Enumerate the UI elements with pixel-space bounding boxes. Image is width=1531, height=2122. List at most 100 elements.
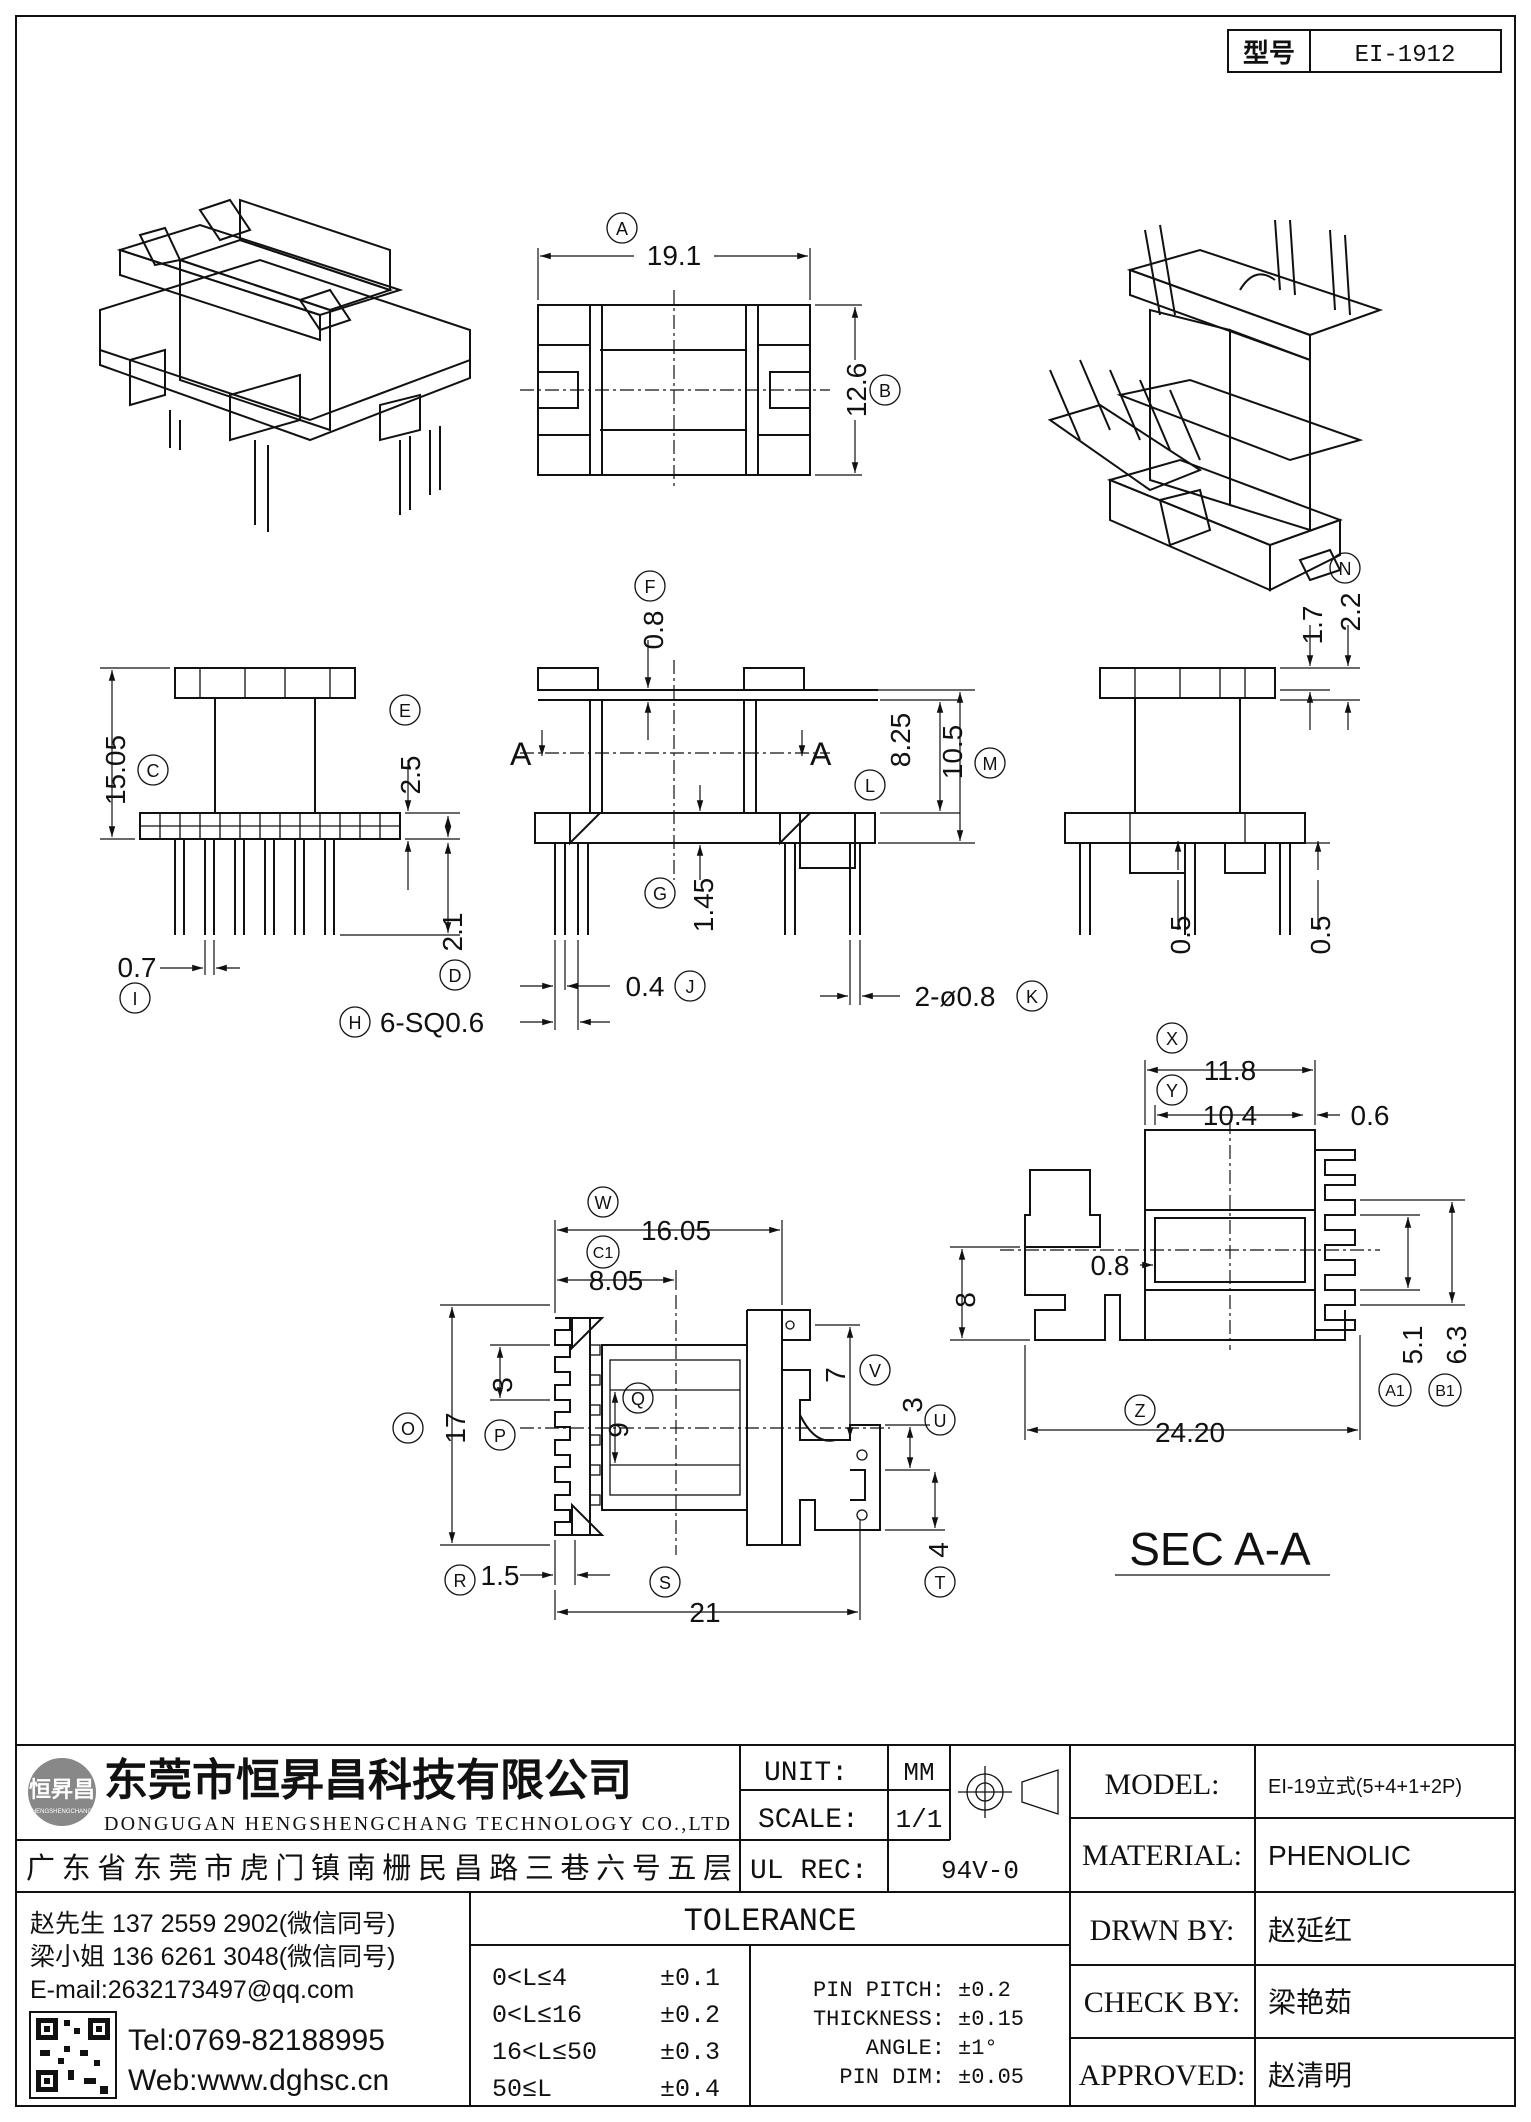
- balloon-j: J: [674, 970, 706, 1002]
- dim-q: 9: [603, 1422, 634, 1438]
- svg-text:U: U: [934, 1411, 947, 1431]
- svg-text:P: P: [494, 1426, 506, 1446]
- balloon-b: B: [869, 374, 901, 406]
- dim-x: 11.8: [1204, 1055, 1256, 1086]
- pin-tolerance-table: PIN PITCH: ±0.2 THICKNESS: ±0.15 ANGLE: …: [813, 1978, 1024, 2090]
- balloon-e: E: [389, 694, 421, 726]
- dim-h: 6-SQ0.6: [380, 1007, 484, 1038]
- part-number: EI-1912: [1355, 42, 1456, 69]
- dim-s: 21: [689, 1597, 720, 1628]
- section-a-a: SEC A-A 11.8 10.4 0.6 0.8 8 24.20 5.1: [950, 1055, 1472, 1576]
- dim-sec-0.8: 0.8: [1091, 1250, 1130, 1281]
- pin-label-1: PIN PITCH:: [813, 1978, 945, 2003]
- balloon-c1: C1: [586, 1235, 620, 1269]
- dim-c: 15.05: [100, 735, 131, 805]
- pin-label-2: THICKNESS:: [813, 2007, 945, 2032]
- svg-text:E: E: [399, 701, 411, 721]
- dim-n-top: 1.7: [1297, 606, 1328, 645]
- dim-f: 0.8: [638, 611, 669, 650]
- check-by-value: 梁艳茹: [1268, 1987, 1352, 2018]
- svg-text:F: F: [645, 577, 656, 597]
- dim-n: 2.2: [1335, 593, 1366, 632]
- balloon-o: O: [392, 1412, 424, 1444]
- svg-text:S: S: [659, 1573, 671, 1593]
- pin-label-4: PIN DIM:: [839, 2065, 945, 2090]
- drawn-by-label: DRWN BY:: [1090, 1914, 1235, 1947]
- contact-1: 赵先生 137 2559 2902(微信同号): [30, 1910, 395, 1938]
- pin-value-1: ±0.2: [958, 1978, 1011, 2003]
- svg-text:B: B: [879, 381, 891, 401]
- svg-text:N: N: [1339, 559, 1352, 579]
- company-logo: 恒昇昌 HENGSHENGCHANG: [28, 1758, 96, 1826]
- balloon-k: K: [1016, 980, 1048, 1012]
- tol-value-3: ±0.3: [660, 2038, 720, 2067]
- balloons: A B C E D I H F G L M J K N X Y Z A1 B1 …: [119, 212, 1462, 1598]
- balloon-f: F: [634, 570, 666, 602]
- svg-text:C: C: [147, 761, 160, 781]
- balloon-z: Z: [1124, 1394, 1156, 1426]
- balloon-q: Q: [622, 1382, 654, 1414]
- svg-text:G: G: [653, 884, 667, 904]
- dim-e: 2.5: [395, 756, 426, 795]
- part-label: 型号: [1243, 38, 1295, 68]
- balloon-g: G: [644, 877, 676, 909]
- tolerance-title: TOLERANCE: [684, 1903, 857, 1940]
- balloon-b1: B1: [1428, 1373, 1462, 1407]
- pin-value-4: ±0.05: [958, 2065, 1024, 2090]
- company-name-en: DONGUGAN HENGSHENGCHANG TECHNOLOGY CO.,L…: [104, 1813, 730, 1835]
- balloon-a: A: [606, 212, 638, 244]
- balloon-y: Y: [1156, 1074, 1188, 1106]
- tol-range-1: 0<L≤4: [492, 1964, 567, 1993]
- dim-t: 4: [923, 1542, 954, 1558]
- email: E-mail:2632173497@qq.com: [30, 1976, 354, 2004]
- bottom-view: 16.05 8.05 17 3 9 7 3 4 1.5: [440, 1215, 954, 1628]
- dim-b1: 6.3: [1441, 1326, 1472, 1365]
- balloon-r: R: [444, 1564, 476, 1596]
- tol-range-3: 16<L≤50: [492, 2038, 597, 2067]
- contact-2: 梁小姐 136 6261 3048(微信同号): [30, 1943, 395, 1971]
- balloon-w: W: [587, 1186, 619, 1218]
- svg-text:W: W: [595, 1193, 612, 1213]
- svg-text:H: H: [349, 1013, 362, 1033]
- telephone: Tel:0769-82188995: [128, 2024, 385, 2057]
- cut-label-right: A: [810, 736, 832, 772]
- svg-text:K: K: [1026, 987, 1038, 1007]
- balloon-a1: A1: [1378, 1373, 1412, 1407]
- unit-label: UNIT:: [764, 1758, 848, 1789]
- balloon-x: X: [1156, 1022, 1188, 1054]
- dim-u: 3: [897, 1397, 928, 1413]
- part-number-box: 型号 EI-1912: [1227, 29, 1502, 73]
- balloon-t: T: [924, 1566, 956, 1598]
- pin-label-3: ANGLE:: [866, 2036, 945, 2061]
- svg-text:L: L: [865, 776, 875, 796]
- dim-y2: 0.6: [1351, 1100, 1390, 1131]
- svg-text:Z: Z: [1135, 1401, 1146, 1421]
- tol-value-4: ±0.4: [660, 2075, 720, 2104]
- balloon-p: P: [484, 1419, 516, 1451]
- sheet-border: [15, 15, 1516, 2107]
- balloon-v: V: [859, 1354, 891, 1386]
- material-label: MATERIAL:: [1082, 1839, 1242, 1872]
- svg-text:T: T: [935, 1573, 946, 1593]
- svg-text:I: I: [132, 989, 137, 1009]
- svg-text:A1: A1: [1385, 1383, 1405, 1400]
- third-angle-projection-icon: [958, 1766, 1059, 1818]
- dim-j: 0.4: [626, 971, 665, 1002]
- dim-d: 2.1: [437, 913, 468, 952]
- check-by-label: CHECK BY:: [1084, 1986, 1240, 2019]
- dim-m: 10.5: [937, 725, 968, 780]
- approved-label: APPROVED:: [1079, 2059, 1246, 2092]
- dim-o: 17: [440, 1412, 471, 1443]
- dim-i: 0.7: [118, 952, 157, 983]
- dim-bottom-right: 0.5: [1305, 916, 1336, 955]
- svg-text:A: A: [616, 219, 628, 239]
- svg-text:C1: C1: [593, 1245, 614, 1262]
- section-label: SEC A-A: [1129, 1523, 1311, 1575]
- balloon-n: N: [1329, 552, 1361, 584]
- pin-value-3: ±1°: [958, 2036, 998, 2061]
- svg-text:B1: B1: [1435, 1383, 1455, 1400]
- pin-value-2: ±0.15: [958, 2007, 1024, 2032]
- dim-b: 12.6: [841, 363, 872, 418]
- model-label: MODEL:: [1105, 1768, 1220, 1801]
